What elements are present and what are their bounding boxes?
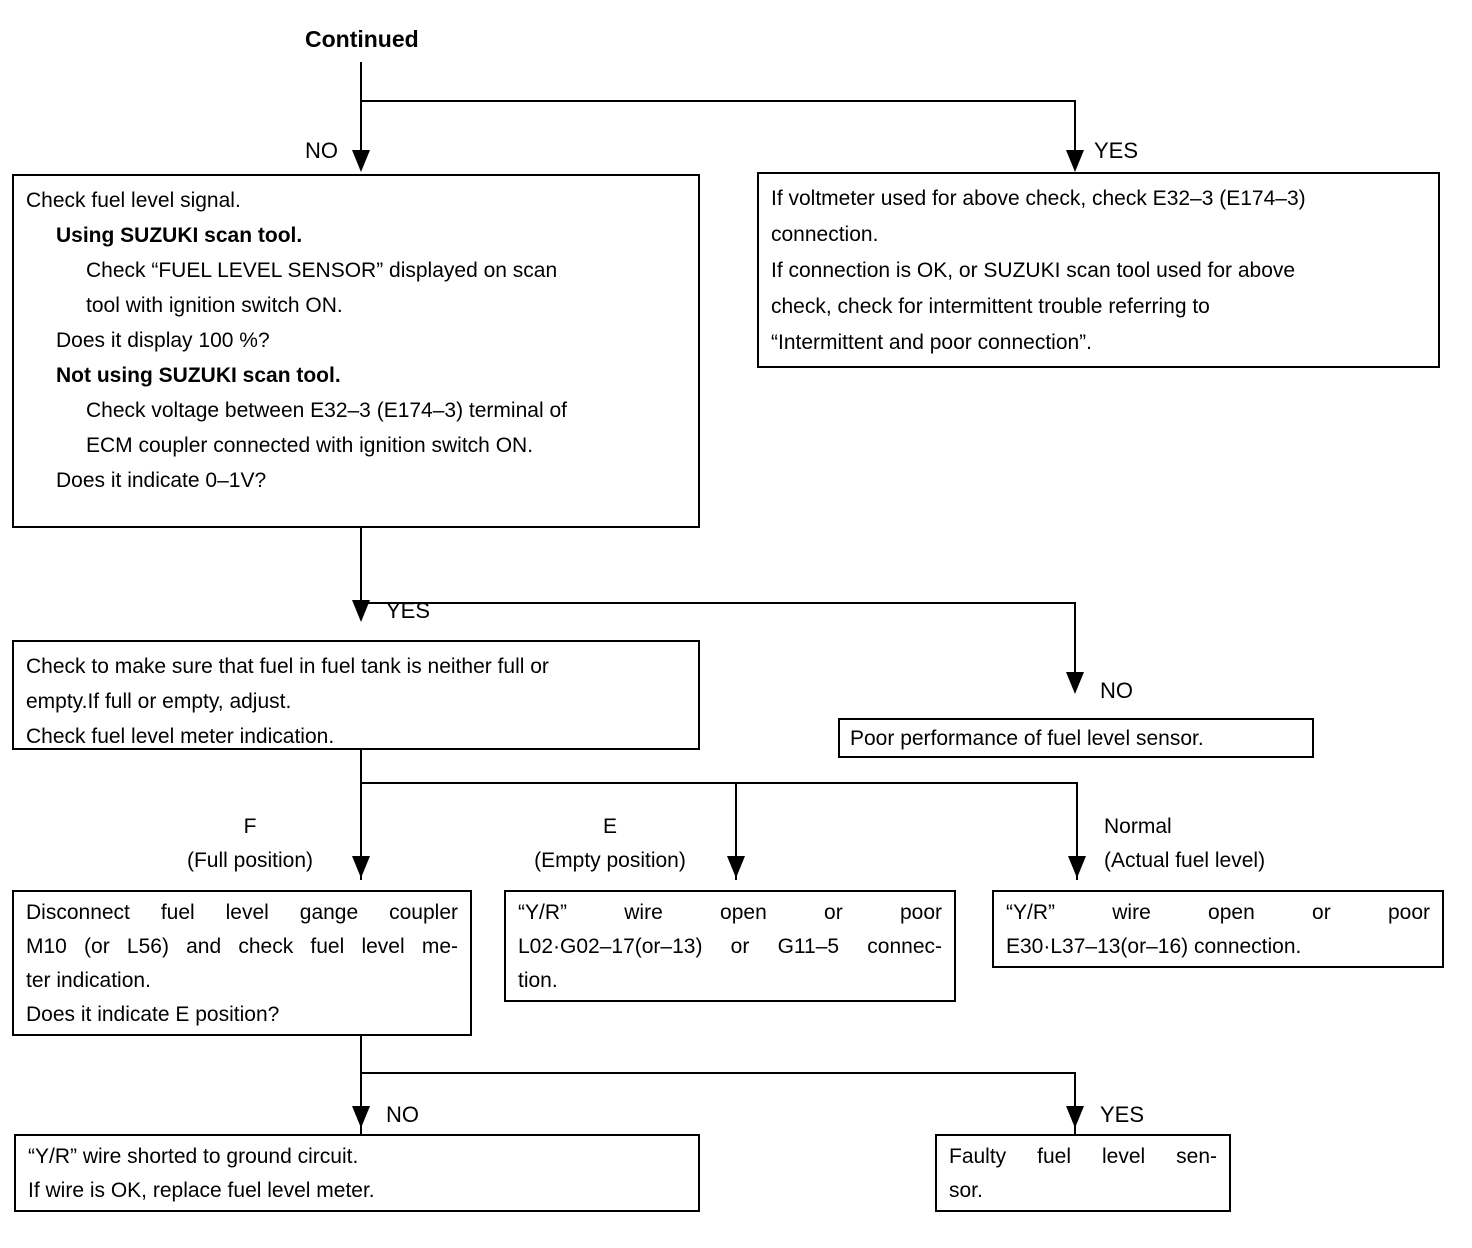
arrow-full xyxy=(352,856,370,878)
arrow-yes-1 xyxy=(1066,150,1084,172)
box-line: Poor performance of fuel level sensor. xyxy=(850,727,1204,750)
edge-label-no-1: NO xyxy=(305,138,338,163)
arrow-yes-3 xyxy=(1066,1106,1084,1128)
edge-label-yes-1: YES xyxy=(1094,138,1139,163)
box-line: sor. xyxy=(949,1179,983,1202)
branch-label-empty-code: E xyxy=(602,815,617,838)
box-line: M10 (or L56) and check fuel level me- xyxy=(26,935,458,958)
edge-label-no-3: NO xyxy=(386,1102,419,1127)
branch-label-normal-desc: (Actual fuel level) xyxy=(1104,849,1266,872)
box-line: Check “FUEL LEVEL SENSOR” displayed on s… xyxy=(86,259,558,282)
box-yr-shorted: “Y/R” wire shorted to ground circuit. If… xyxy=(14,1134,700,1212)
box-line: If connection is OK, or SUZUKI scan tool… xyxy=(771,259,1296,282)
edge-label-no-2: NO xyxy=(1100,678,1133,703)
box-yr-open-g11: “Y/R” wire open or poor L02·G02–17(or–13… xyxy=(504,890,956,1002)
box-line: Does it display 100 %? xyxy=(56,329,270,352)
box-line: Not using SUZUKI scan tool. xyxy=(56,364,341,387)
arrow-no-2 xyxy=(1066,672,1084,694)
box-check-fuel-level-signal: Check fuel level signal. Using SUZUKI sc… xyxy=(12,174,700,528)
box-line: Check fuel level meter indication. xyxy=(26,725,335,748)
box-line: Check voltage between E32–3 (E174–3) ter… xyxy=(86,399,567,422)
connector-yes3-drop xyxy=(1074,1072,1076,1134)
continued-label: Continued xyxy=(305,26,419,52)
box-line: connection. xyxy=(771,223,879,246)
box-line: ter indication. xyxy=(26,969,151,992)
arrow-no-3 xyxy=(352,1106,370,1128)
branch-label-empty-desc: (Empty position) xyxy=(534,849,686,872)
box-line: If wire is OK, replace fuel level meter. xyxy=(28,1179,375,1202)
box-line: “Intermittent and poor connection”. xyxy=(771,331,1093,354)
arrow-yes-2 xyxy=(352,600,370,622)
box-line: tool with ignition switch ON. xyxy=(86,294,343,317)
connector-bottom-split xyxy=(360,1072,1076,1074)
box-yr-open-e30: “Y/R” wire open or poor E30·L37–13(or–16… xyxy=(992,890,1444,968)
arrow-normal xyxy=(1068,856,1086,878)
arrow-empty xyxy=(727,856,745,878)
connector-yes1-drop xyxy=(1074,100,1076,162)
box-line: tion. xyxy=(518,969,558,992)
connector-empty-drop xyxy=(735,782,737,880)
branch-label-full-desc: (Full position) xyxy=(186,849,314,872)
edge-label-yes-3: YES xyxy=(1100,1102,1145,1127)
box-voltmeter-check: If voltmeter used for above check, check… xyxy=(757,172,1440,368)
box-line: Does it indicate E position? xyxy=(26,1003,280,1026)
box-line: empty.If full or empty, adjust. xyxy=(26,690,292,713)
connector-box5-stem xyxy=(360,1036,362,1134)
box-line: “Y/R” wire shorted to ground circuit. xyxy=(28,1145,359,1168)
arrow-no-1 xyxy=(352,150,370,172)
connector-box1-stem xyxy=(360,528,362,618)
connector-continued-stem xyxy=(360,62,362,162)
connector-continued-split xyxy=(360,100,1076,102)
edge-label-yes-2: YES xyxy=(386,598,431,623)
box-line: Check fuel level signal. xyxy=(26,189,241,212)
box-line: If voltmeter used for above check, check… xyxy=(771,187,1306,210)
connector-threeway-bar xyxy=(360,782,1078,784)
branch-label-full-code: F xyxy=(243,815,257,838)
box-line: Using SUZUKI scan tool. xyxy=(56,224,303,247)
box-line: Check to make sure that fuel in fuel tan… xyxy=(26,655,549,678)
box-poor-performance: Poor performance of fuel level sensor. xyxy=(838,718,1314,758)
box-disconnect-coupler: Disconnect fuel level gange coupler M10 … xyxy=(12,890,472,1036)
box-line: “Y/R” wire open or poor xyxy=(1006,901,1430,924)
box-faulty-sensor: Faulty fuel level sen- sor. xyxy=(935,1134,1231,1212)
branch-label-normal-code: Normal xyxy=(1104,815,1172,838)
box-line: “Y/R” wire open or poor xyxy=(518,901,942,924)
box-line: Disconnect fuel level gange coupler xyxy=(26,901,458,924)
box-line: ECM coupler connected with ignition swit… xyxy=(86,434,534,457)
box-line: E30·L37–13(or–16) connection. xyxy=(1006,935,1302,958)
connector-box3-stem xyxy=(360,750,362,880)
box-line: check, check for intermittent trouble re… xyxy=(771,295,1210,318)
box-check-fuel-tank: Check to make sure that fuel in fuel tan… xyxy=(12,640,700,750)
connector-box1-split xyxy=(360,602,1076,604)
box-line: Does it indicate 0–1V? xyxy=(56,469,267,492)
connector-no2-drop xyxy=(1074,602,1076,674)
connector-normal-drop xyxy=(1076,782,1078,880)
box-line: L02·G02–17(or–13) or G11–5 connec- xyxy=(518,935,942,958)
box-line: Faulty fuel level sen- xyxy=(949,1145,1217,1168)
